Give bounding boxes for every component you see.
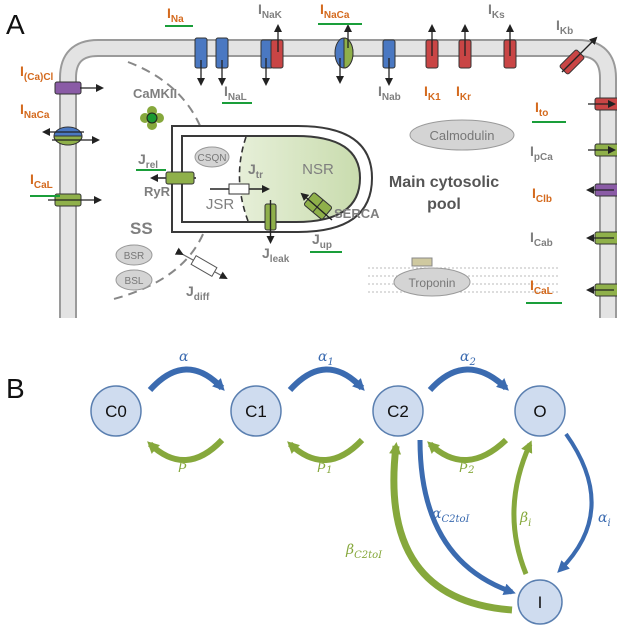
bsl-cloud: BSL [115, 269, 153, 291]
i-cacl-channel [54, 81, 104, 95]
arrow-beta-i [511, 440, 533, 575]
nsr-label: NSR [302, 161, 334, 178]
cytosol-label-line1: Main cytosolic [389, 174, 499, 191]
i-nab-label: INab [378, 83, 401, 103]
bsr-label: BSR [124, 251, 145, 262]
state-c0: C0 [90, 385, 142, 437]
j-diff-label: Jdiff [186, 283, 210, 303]
serca-pump [300, 192, 333, 221]
rate-alpha-i: αi [598, 510, 611, 529]
i-to-channel [588, 97, 617, 111]
rate-beta1: β1 [317, 457, 332, 476]
rate-beta-i: βi [519, 510, 531, 529]
arrow-alpha2 [427, 366, 509, 393]
i-nal-label: INaL [224, 83, 247, 103]
camkii-icon [140, 106, 164, 130]
i-kb-label: IKb [556, 17, 573, 37]
state-c1-label: C1 [245, 402, 267, 421]
state-o-label: O [533, 402, 546, 421]
bsl-label: BSL [125, 276, 144, 287]
state-o: O [514, 385, 566, 437]
rate-beta: β [178, 457, 187, 473]
i-ks-label: IKs [488, 1, 505, 21]
calmodulin-label: Calmodulin [429, 128, 494, 143]
rate-alpha-c2toi: αC2toI [432, 506, 471, 525]
jsr-label: JSR [206, 196, 235, 213]
i-kr-channel [458, 24, 472, 69]
i-na-channel [194, 37, 208, 86]
i-cal-ss-label: ICaL [30, 171, 53, 191]
i-pca-pump [588, 143, 617, 157]
j-tr-label: Jtr [248, 161, 263, 181]
i-ks-channel [503, 24, 517, 69]
i-kb-channel [559, 36, 598, 75]
arrow-beta1 [287, 437, 365, 463]
ryr-label: RyR [144, 184, 171, 199]
arrow-alpha-i [557, 432, 594, 573]
bsr-cloud: BSR [115, 244, 153, 266]
rate-alpha: α [179, 349, 189, 365]
i-clb-label: IClb [532, 185, 552, 205]
rate-alpha1: α1 [318, 349, 334, 368]
j-tr-transfer [210, 183, 270, 195]
i-clb-channel [586, 183, 617, 197]
i-naca-ss-exchanger [42, 126, 100, 146]
rate-beta2: β2 [459, 457, 474, 476]
i-kr-label: IKr [456, 83, 471, 103]
i-cacl-label: I(Ca)Cl [20, 63, 54, 83]
ryr-channel [150, 171, 196, 185]
panel-b-letter: B [6, 373, 25, 404]
arrow-beta-c2toi [389, 442, 513, 614]
arrow-alpha1 [287, 366, 365, 393]
panel-a-letter: A [6, 9, 25, 40]
i-nak-label: INaK [258, 1, 283, 21]
arrow-beta [147, 437, 225, 463]
i-cal-label: ICaL [530, 277, 553, 297]
troponin-label: Troponin [409, 276, 456, 290]
arrow-alpha [147, 366, 225, 393]
serca-label: SERCA [334, 206, 380, 221]
i-cab-label: ICab [530, 229, 553, 249]
csqn-label: CSQN [198, 153, 227, 164]
state-i: I [517, 579, 563, 625]
i-cal-channel [586, 283, 617, 297]
state-c2: C2 [372, 385, 424, 437]
i-naca-top-exchanger [334, 24, 354, 84]
rate-beta-c2toi: βC2toI [345, 542, 383, 561]
state-c2-label: C2 [387, 402, 409, 421]
state-c1: C1 [230, 385, 282, 437]
ss-label: SS [130, 219, 153, 238]
state-c0-label: C0 [105, 402, 127, 421]
j-leak-channel [264, 200, 277, 244]
csqn-cloud: CSQN [194, 146, 230, 168]
camkii-label: CaMKII [133, 86, 177, 101]
j-leak-label: Jleak [262, 245, 290, 265]
i-cal-ss-channel [48, 193, 102, 207]
i-cab-channel [586, 231, 617, 245]
rate-alpha2: α2 [460, 349, 476, 368]
arrow-beta2 [427, 437, 509, 463]
i-nak-pump [260, 24, 284, 86]
i-k1-label: IK1 [424, 83, 441, 103]
state-i-label: I [538, 593, 543, 612]
i-k1-channel [425, 24, 439, 69]
calmodulin-cloud: Calmodulin [409, 119, 515, 151]
j-up-label: Jup [312, 231, 332, 251]
i-to-label: Ito [535, 99, 548, 119]
troponin-cloud: Troponin [368, 257, 560, 297]
j-diff-transfer [174, 247, 228, 279]
arrow-alpha-c2toi [417, 439, 516, 596]
i-pca-label: IpCa [530, 143, 553, 163]
cytosol-label-line2: pool [427, 196, 461, 213]
i-naca-top-label: INaCa [320, 1, 350, 21]
i-nab-channel [382, 39, 396, 86]
i-naca-ss-label: INaCa [20, 101, 50, 121]
j-rel-label: Jrel [138, 151, 158, 171]
i-na-label: INa [167, 5, 184, 25]
i-nal-channel [215, 37, 229, 86]
